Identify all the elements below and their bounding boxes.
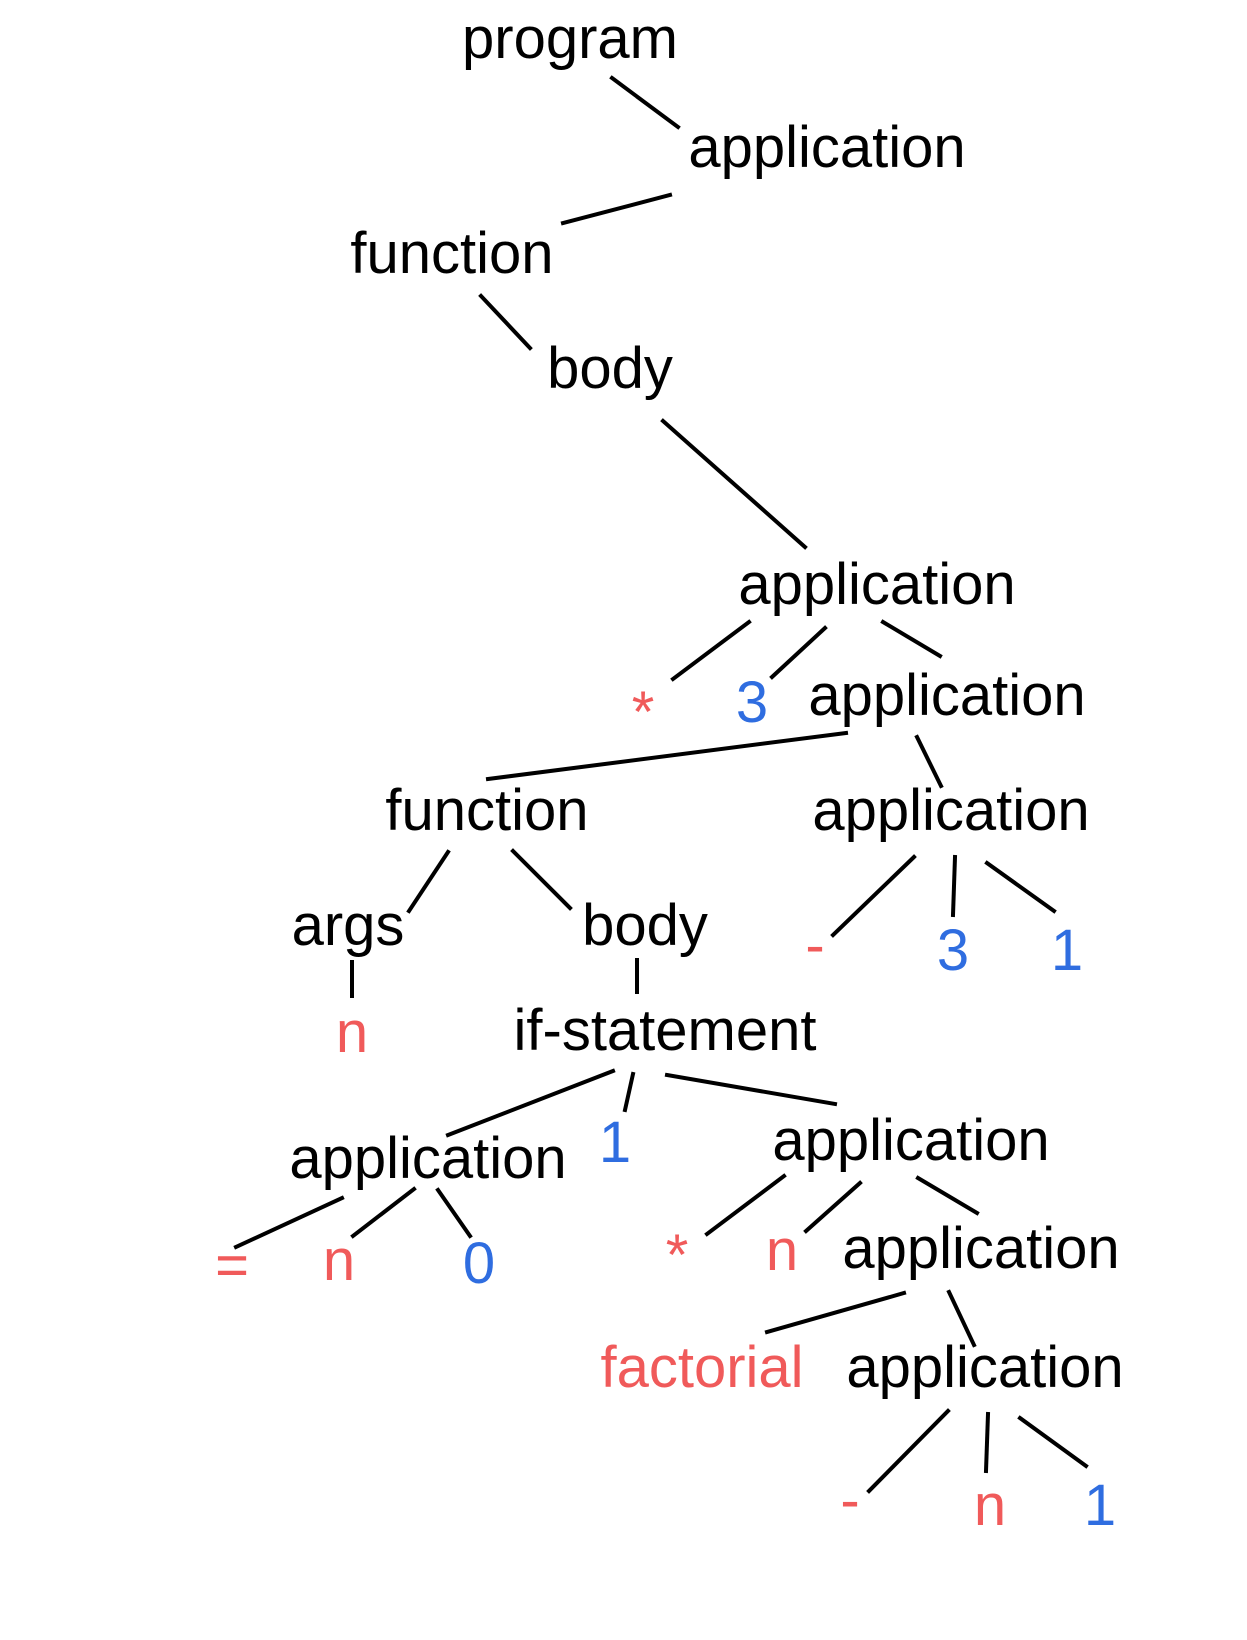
tree-edge-5 (769, 625, 828, 680)
node-op-minus2: - (840, 1468, 859, 1533)
node-n2: n (766, 1218, 798, 1283)
node-op-mul2: * (666, 1223, 689, 1288)
node-num-1a: 1 (1051, 918, 1083, 983)
node-func2: function (385, 778, 588, 843)
node-n3: n (974, 1473, 1006, 1538)
tree-edge-13 (984, 860, 1057, 914)
node-func1: function (350, 221, 553, 286)
tree-edge-9 (406, 849, 451, 914)
tree-edge-2 (478, 293, 533, 351)
tree-edge-26 (946, 1289, 977, 1348)
tree-edge-18 (664, 1072, 838, 1107)
node-arg-n: n (336, 1000, 368, 1065)
node-app4: application (812, 778, 1089, 843)
tree-edge-17 (622, 1071, 636, 1113)
node-app8: application (846, 1335, 1123, 1400)
tree-edge-29 (1017, 1415, 1089, 1469)
tree-edge-10 (510, 848, 573, 911)
tree-edge-0 (609, 75, 681, 130)
tree-edge-25 (764, 1290, 907, 1335)
node-app2: application (738, 552, 1015, 617)
node-if-stmt: if-statement (514, 998, 817, 1063)
node-program: program (462, 6, 678, 71)
tree-edge-23 (803, 1180, 863, 1234)
node-num-3b: 3 (937, 918, 969, 983)
node-app6: application (772, 1108, 1049, 1173)
tree-edge-16 (445, 1068, 616, 1138)
tree-labels: programapplicationfunctionbodyapplicatio… (215, 6, 1124, 1538)
node-num-0: 0 (463, 1231, 495, 1296)
tree-edge-24 (915, 1175, 980, 1216)
node-app7: application (842, 1216, 1119, 1281)
tree-edge-1 (560, 192, 673, 226)
tree-edge-21 (435, 1187, 473, 1239)
tree-edge-12 (950, 854, 958, 918)
node-op-eq: = (215, 1233, 249, 1298)
node-op-minus1: - (805, 913, 824, 978)
node-num-1c: 1 (1084, 1473, 1116, 1538)
node-body2: body (582, 893, 708, 958)
node-n1: n (323, 1228, 355, 1293)
node-app5: application (289, 1126, 566, 1191)
node-app1: application (688, 115, 965, 180)
tree-edge-11 (830, 854, 917, 938)
node-num-1b: 1 (599, 1110, 631, 1175)
node-app3: application (808, 663, 1085, 728)
tree-edge-6 (880, 619, 943, 659)
node-args: args (292, 893, 405, 958)
tree-edge-28 (983, 1411, 991, 1474)
tree-edges (233, 75, 1089, 1494)
node-op-mul1: * (632, 680, 655, 745)
tree-edge-27 (866, 1408, 951, 1494)
tree-edge-20 (350, 1186, 417, 1239)
tree-edge-22 (704, 1173, 787, 1237)
node-factorial: factorial (600, 1335, 803, 1400)
tree-edge-7 (485, 730, 849, 782)
tree-edge-4 (670, 619, 752, 682)
node-num-3a: 3 (736, 670, 768, 735)
tree-edge-8 (914, 734, 944, 789)
node-body1: body (547, 336, 673, 401)
tree-edge-19 (233, 1195, 345, 1250)
tree-edge-3 (660, 418, 808, 550)
